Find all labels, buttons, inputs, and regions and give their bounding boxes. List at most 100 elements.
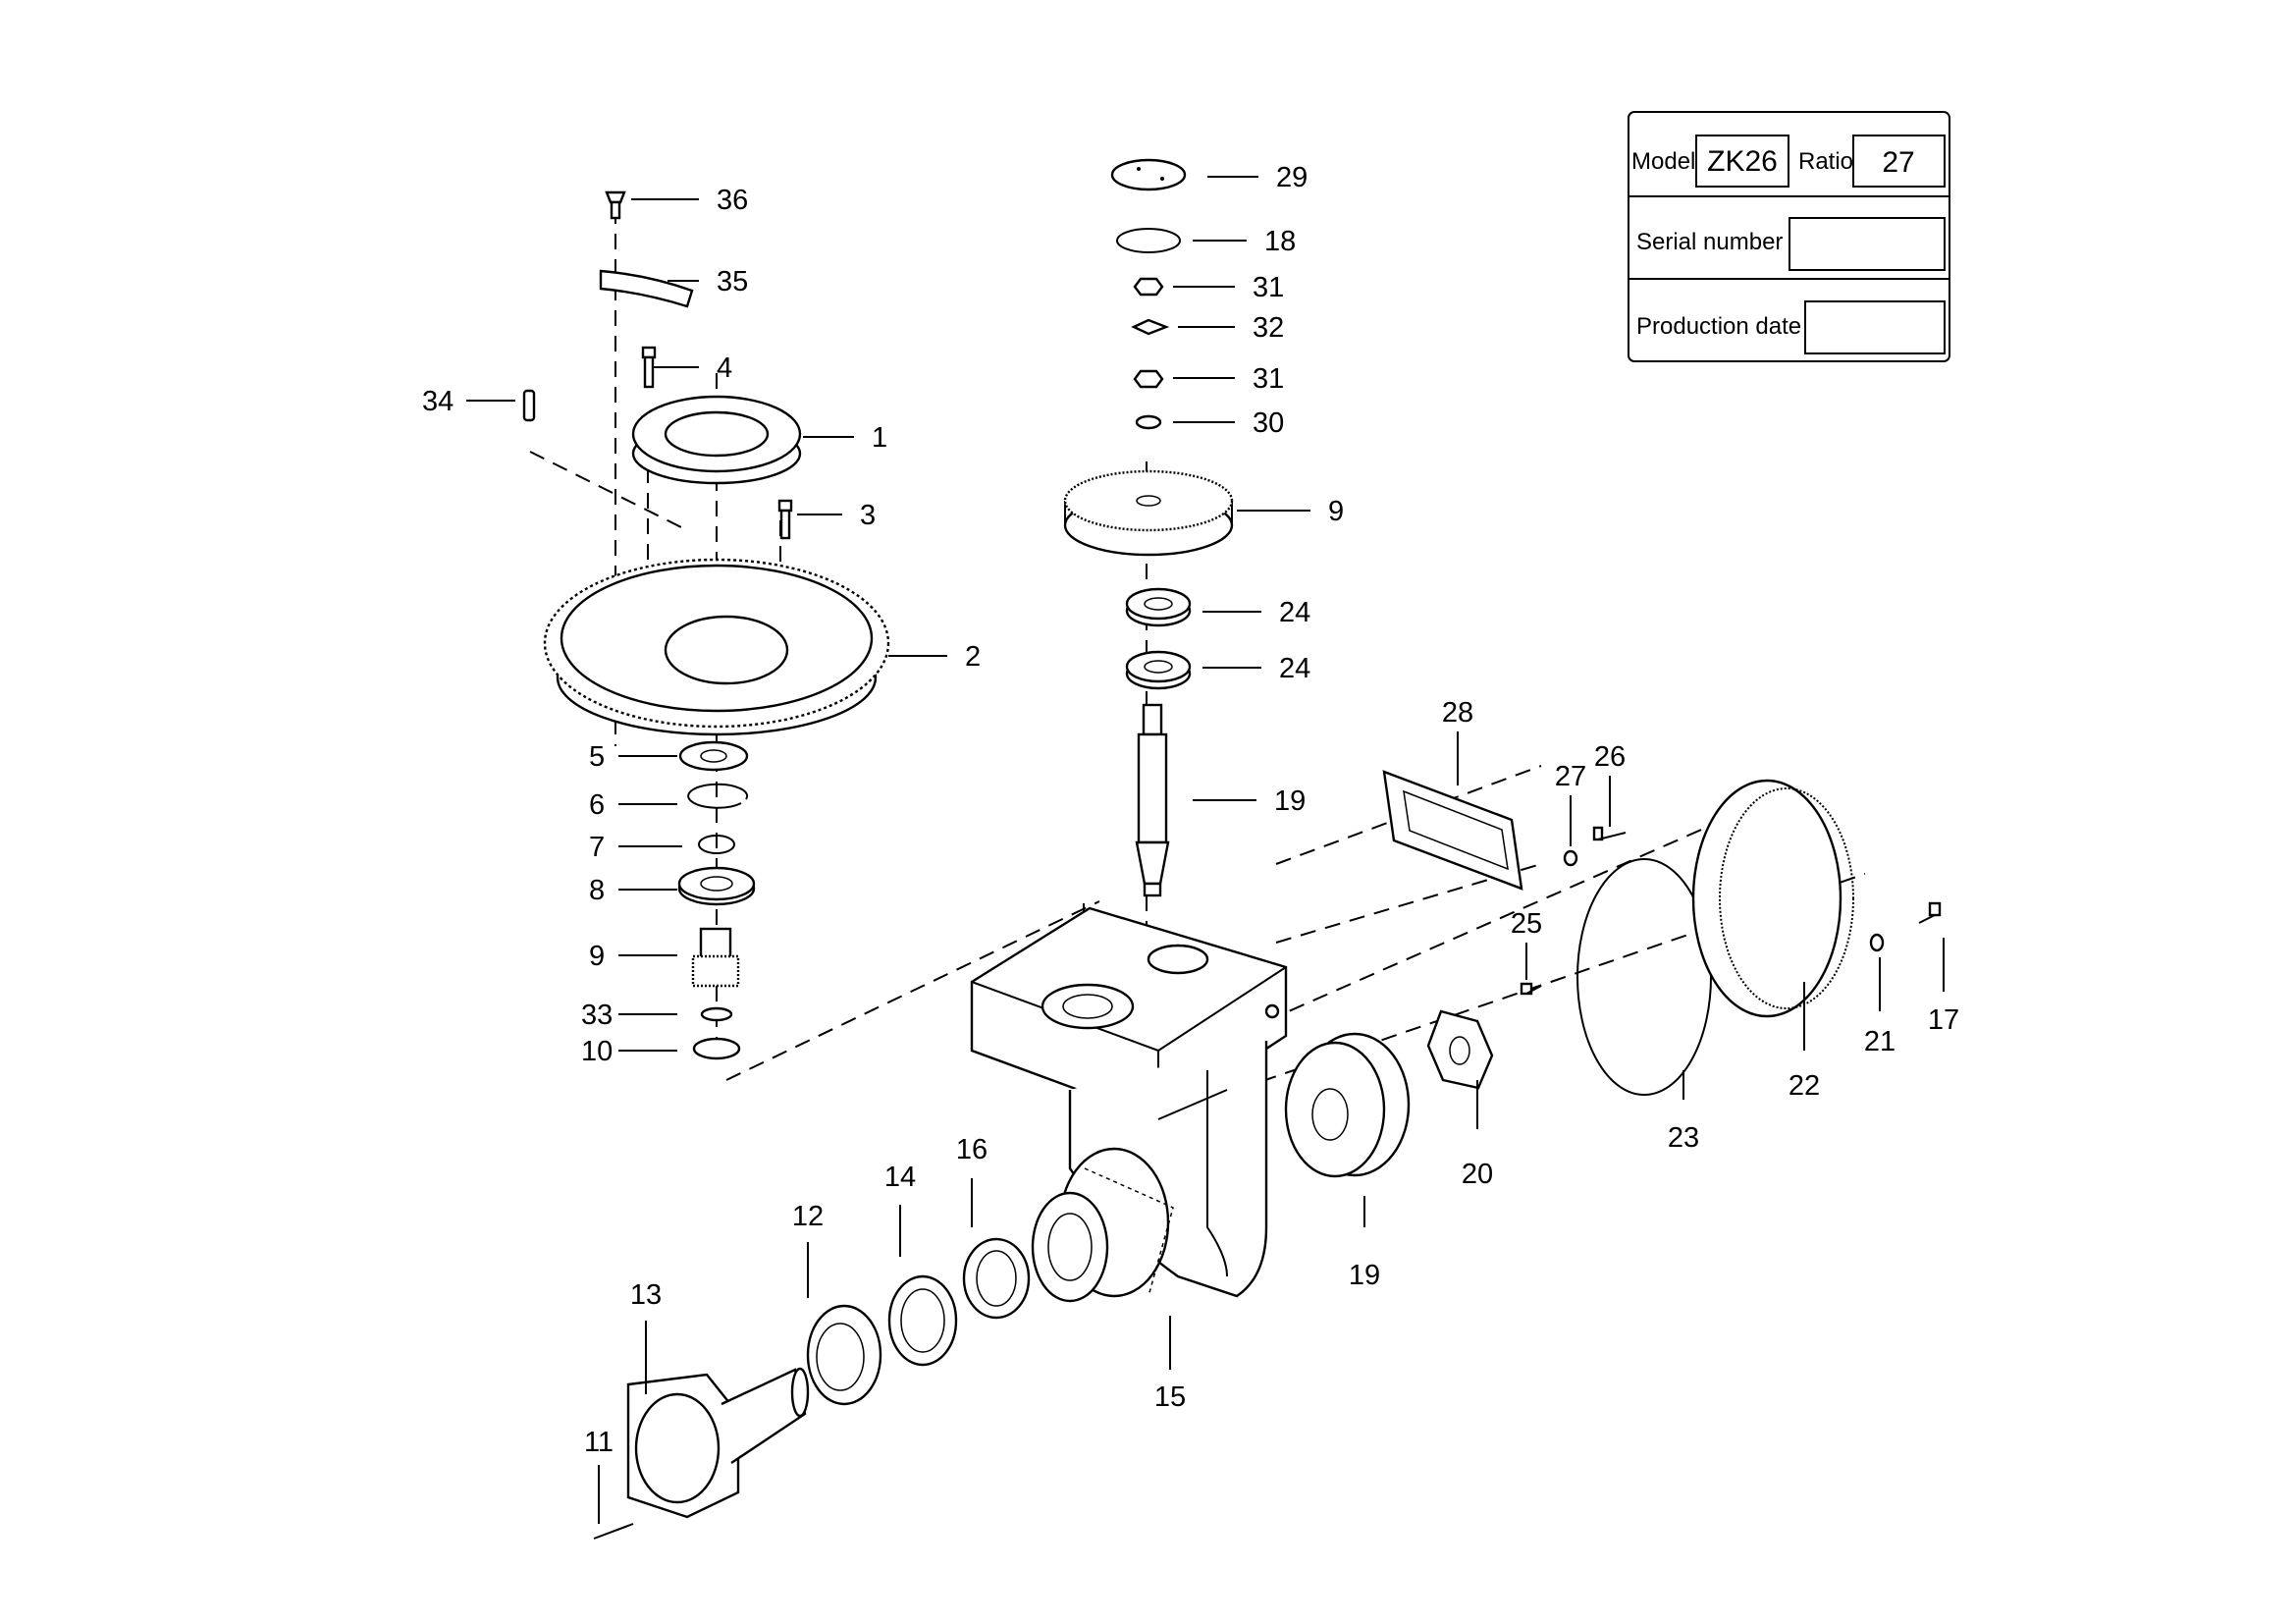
part-number-label: 32 [1253,312,1284,344]
callout-c32: 32 [1178,312,1284,344]
part-number-label: 2 [965,641,981,673]
callout-c18: 18 [1193,226,1296,257]
part-number-label: 21 [1864,1026,1896,1057]
part-15-gearbox-housing [970,906,1288,1303]
part-number-label: 15 [1154,1381,1186,1413]
part-9-pinion-gear [691,927,740,988]
part-number-label: 24 [1279,653,1310,684]
part-number-label: 5 [589,741,605,773]
part-number-label: 13 [630,1279,662,1311]
callout-c23: 23 [1668,1070,1699,1154]
part-14-tapered-bearing [887,1274,958,1367]
callout-c33: 33 [581,1000,677,1031]
part-number-label: 34 [422,386,454,417]
part-19-bearing-cover [1284,1032,1411,1178]
model-label: Model [1631,148,1695,175]
part-3-bolt [777,499,793,540]
part-number-label: 31 [1253,363,1284,395]
part-number-label: 7 [589,832,605,863]
callout-c14: 14 [884,1162,916,1257]
callout-c9b: 9 [1237,496,1344,527]
part-7-spacer-ring [698,835,735,854]
part-number-label: 9 [1328,496,1344,527]
callout-c24b: 24 [1202,653,1310,684]
part-number-label: 4 [717,352,732,384]
callout-c31b: 31 [1173,363,1284,395]
callout-layer: 3635434132567893310291831323130924241928… [422,162,1959,1524]
callout-c35: 35 [667,266,748,298]
callout-c28: 28 [1442,697,1473,785]
part-number-label: 1 [872,422,887,454]
part-number-label: 23 [1668,1122,1699,1154]
callout-c34: 34 [422,386,515,417]
part-36-countersunk-screw [605,190,626,220]
part-number-label: 17 [1928,1004,1959,1036]
callout-c4: 4 [654,352,732,384]
part-31-nut-upper [1133,277,1164,297]
callout-c15: 15 [1154,1316,1186,1413]
callout-c17: 17 [1928,938,1959,1036]
part-17-bolt [1918,901,1942,924]
part-number-label: 19 [1274,785,1306,817]
part-number-label: 14 [884,1162,916,1193]
part-24-bearing-lower [1125,650,1192,690]
part-number-label: 19 [1349,1260,1380,1291]
callout-c26: 26 [1594,741,1626,827]
callout-c16: 16 [956,1134,988,1227]
callout-c22: 22 [1789,982,1820,1102]
part-20-hex-nut [1426,1009,1494,1090]
callout-c24a: 24 [1202,597,1310,628]
part-16-tapered-bearing [962,1237,1031,1320]
part-12-oil-seal [806,1304,882,1406]
ratio-label: Ratio [1798,148,1853,175]
part-number-label: 11 [584,1427,614,1458]
part-27-washer [1563,849,1578,867]
part-number-label: 31 [1253,272,1284,303]
callout-c8: 8 [589,875,677,906]
callout-c9a: 9 [589,941,677,972]
callout-c12: 12 [792,1201,824,1298]
part-number-label: 16 [956,1134,988,1165]
callout-c20: 20 [1462,1080,1493,1190]
serial-number-field [1789,217,1946,271]
part-number-label: 18 [1264,226,1296,257]
part-19-pinion-shaft [1135,703,1170,897]
callout-c21: 21 [1864,957,1896,1057]
part-6-circlip [687,783,749,809]
part-number-label: 12 [792,1201,824,1232]
part-number-label: 9 [589,941,605,972]
part-18-o-ring [1116,228,1181,253]
callout-c25: 25 [1511,908,1542,980]
ratio-value: 27 [1882,146,1914,179]
production-date-field [1804,300,1946,354]
callout-c6: 6 [589,789,677,821]
model-value: ZK26 [1707,145,1778,178]
callout-c5: 5 [589,741,677,773]
part-24-bearing-upper [1125,587,1192,627]
callout-c19a: 19 [1193,785,1306,817]
part-10-oil-seal [692,1037,741,1060]
part-31-nut-lower [1133,369,1164,389]
info-table: Model ZK26 Ratio 27 Serial number Produc… [1628,111,1950,362]
callout-c29: 29 [1207,162,1308,193]
part-number-label: 33 [581,1000,613,1031]
callout-c3: 3 [797,500,876,531]
part-8-ball-bearing [677,866,756,906]
part-number-label: 10 [581,1036,613,1067]
part-number-label: 3 [860,500,876,531]
part-25-bolt [1520,982,1542,996]
part-2-ring-gear [543,558,890,736]
serial-number-label: Serial number [1636,229,1783,255]
part-number-label: 28 [1442,697,1473,729]
callout-c27: 27 [1555,761,1586,846]
part-number-label: 24 [1279,597,1310,628]
part-11-stud [593,1523,634,1540]
callout-c19b: 19 [1349,1196,1380,1291]
part-number-label: 22 [1789,1070,1820,1102]
callout-c1: 1 [803,422,887,454]
part-9-spur-gear [1063,469,1234,557]
part-22-end-cover [1691,779,1854,1018]
part-1-flange-ring [631,395,802,485]
callout-c10: 10 [581,1036,677,1067]
part-30-washer [1135,414,1162,430]
